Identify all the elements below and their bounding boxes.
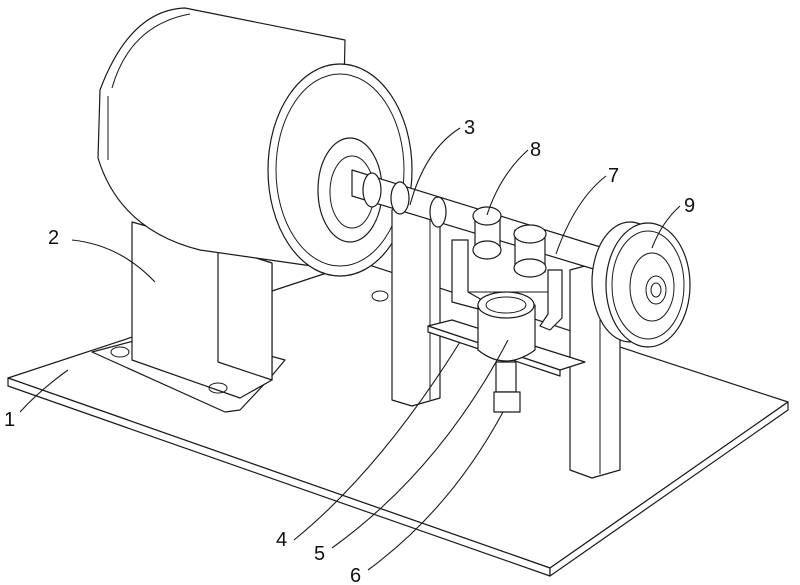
label-5: 5 — [314, 543, 325, 565]
label-4: 4 — [276, 529, 287, 551]
label-9: 9 — [684, 195, 695, 217]
label-1: 1 — [4, 409, 15, 431]
label-3: 3 — [464, 117, 475, 139]
label-8: 8 — [530, 139, 541, 161]
pulley — [592, 222, 690, 347]
label-7: 7 — [608, 165, 619, 187]
coupling-7 — [514, 225, 546, 277]
support-post-left — [392, 200, 440, 406]
label-2: 2 — [48, 227, 59, 249]
label-6: 6 — [350, 565, 361, 585]
